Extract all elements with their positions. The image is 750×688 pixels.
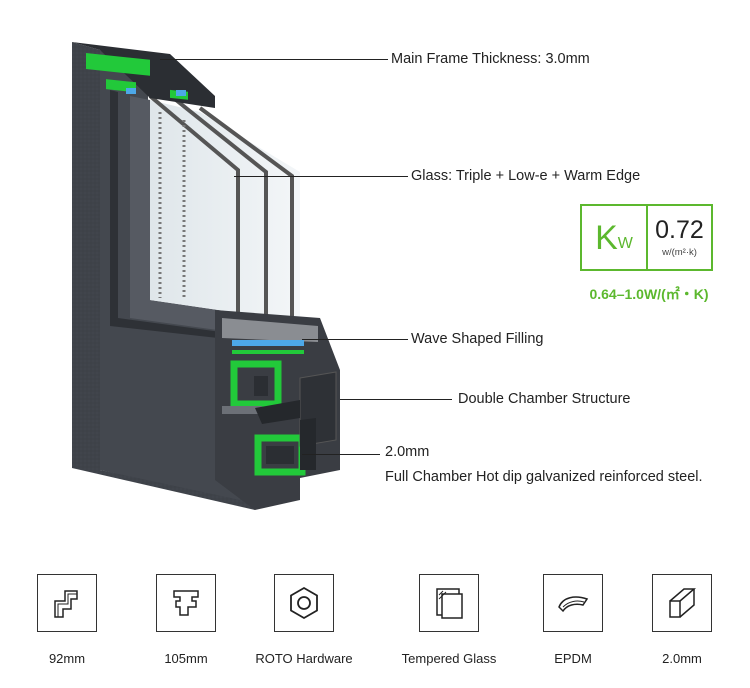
window-profile-illustration	[72, 42, 340, 510]
steel-bar-icon	[652, 574, 712, 632]
callout-filling: Wave Shaped Filling	[411, 331, 544, 347]
sash-face	[130, 96, 232, 332]
callout-steel-desc: Full Chamber Hot dip galvanized reinforc…	[385, 469, 703, 485]
callout-glass: Glass: Triple + Low-e + Warm Edge	[411, 168, 641, 184]
feature-label-roto: ROTO Hardware	[255, 651, 353, 666]
roto-hex-icon	[274, 574, 334, 632]
profile-105mm-icon	[156, 574, 216, 632]
feature-label-92mm: 92mm	[48, 651, 86, 666]
leader-glass	[234, 176, 408, 177]
feature-label-epdm: EPDM	[554, 651, 592, 666]
tempered-glass-icon	[419, 574, 479, 632]
glass-pane	[150, 100, 300, 318]
callout-chamber: Double Chamber Structure	[458, 391, 631, 407]
kw-unit: w/(m²·k)	[662, 246, 697, 258]
glass-line-2	[174, 98, 268, 320]
epdm-seal-icon	[543, 574, 603, 632]
kw-symbol-k: K	[595, 218, 618, 257]
top-green-block	[86, 53, 150, 76]
wave-filling-strip	[232, 340, 304, 346]
leader-frame	[160, 59, 388, 60]
feature-label-105mm: 105mm	[164, 651, 208, 666]
callout-steel-size: 2.0mm	[385, 444, 430, 460]
leader-filling	[302, 339, 408, 340]
kw-symbol-w: W	[617, 234, 633, 252]
kw-value: 0.72	[655, 215, 704, 244]
leader-steel	[302, 454, 380, 455]
feature-label-steel: 2.0mm	[662, 651, 702, 666]
callout-frame-thickness: Main Frame Thickness: 3.0mm	[391, 51, 590, 67]
frame-face	[72, 42, 255, 510]
glass-line-1	[148, 94, 240, 318]
feature-label-tempered-glass: Tempered Glass	[401, 651, 497, 666]
kw-range: 0.64–1.0W/(㎡・K)	[589, 286, 709, 302]
reinforcement-upper	[230, 360, 282, 408]
leader-chamber	[340, 399, 452, 400]
profile-92mm-icon	[37, 574, 97, 632]
